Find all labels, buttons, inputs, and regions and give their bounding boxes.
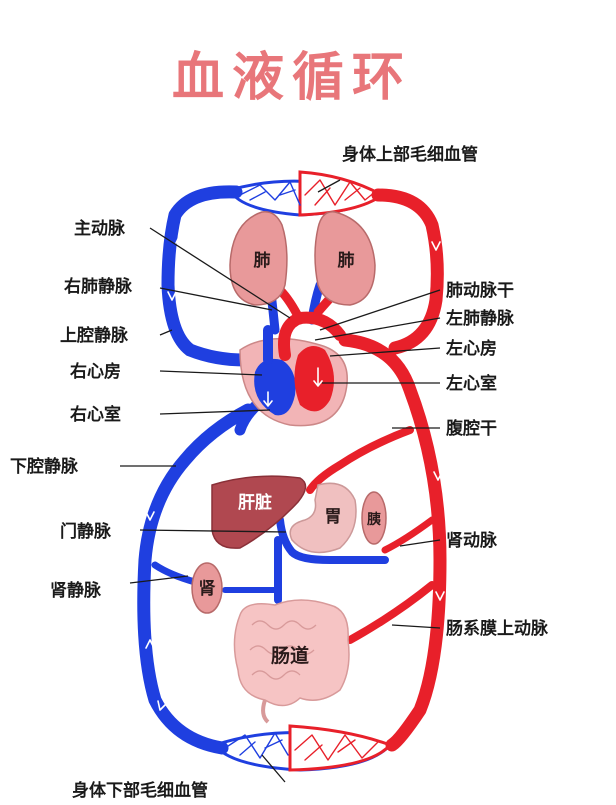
label-superior-vena-cava: 上腔静脉 xyxy=(60,325,129,346)
stomach: 胃 xyxy=(289,482,357,554)
label-upper-capillaries: 身体上部毛细血管 xyxy=(342,144,478,165)
lung-left: 肺 xyxy=(229,211,288,306)
pancreas: 胰 xyxy=(361,491,387,545)
label-renal-vein: 肾静脉 xyxy=(50,580,102,601)
label-portal-vein: 门静脉 xyxy=(60,521,112,542)
lower-capillary-bed xyxy=(212,724,393,772)
label-right-atrium: 右心房 xyxy=(70,361,121,382)
lung-right: 肺 xyxy=(314,211,376,306)
lung-left-label: 肺 xyxy=(254,251,271,271)
label-celiac-trunk: 腹腔干 xyxy=(446,418,497,439)
diagram-title: 血液循环 xyxy=(172,48,412,108)
liver: 肝脏 xyxy=(211,475,307,549)
intestine: 肠道 xyxy=(233,599,350,724)
pancreas-label: 胰 xyxy=(367,511,381,528)
label-left-pulmonary-vein: 左肺静脉 xyxy=(446,308,515,329)
label-superior-mesenteric-artery: 肠系膜上动脉 xyxy=(446,618,549,639)
label-lower-capillaries: 身体下部毛细血管 xyxy=(72,780,208,801)
lung-right-label: 肺 xyxy=(338,251,355,271)
label-renal-artery: 肾动脉 xyxy=(446,530,498,551)
kidney-label: 肾 xyxy=(199,579,216,599)
stomach-label: 胃 xyxy=(325,507,342,527)
label-aorta: 主动脉 xyxy=(74,218,126,239)
label-left-ventricle: 左心室 xyxy=(446,373,497,394)
label-pulmonary-trunk: 肺动脉干 xyxy=(446,280,514,301)
leader-lines xyxy=(120,179,441,783)
liver-label: 肝脏 xyxy=(238,492,272,513)
heart xyxy=(239,311,348,427)
intestine-label: 肠道 xyxy=(271,644,309,667)
label-inferior-vena-cava: 下腔静脉 xyxy=(10,456,79,477)
kidney: 肾 xyxy=(191,562,223,614)
label-left-atrium: 左心房 xyxy=(446,338,497,359)
label-right-pulmonary-vein: 右肺静脉 xyxy=(64,276,133,297)
label-right-ventricle: 右心室 xyxy=(70,404,121,425)
upper-capillary-bed xyxy=(227,170,385,217)
